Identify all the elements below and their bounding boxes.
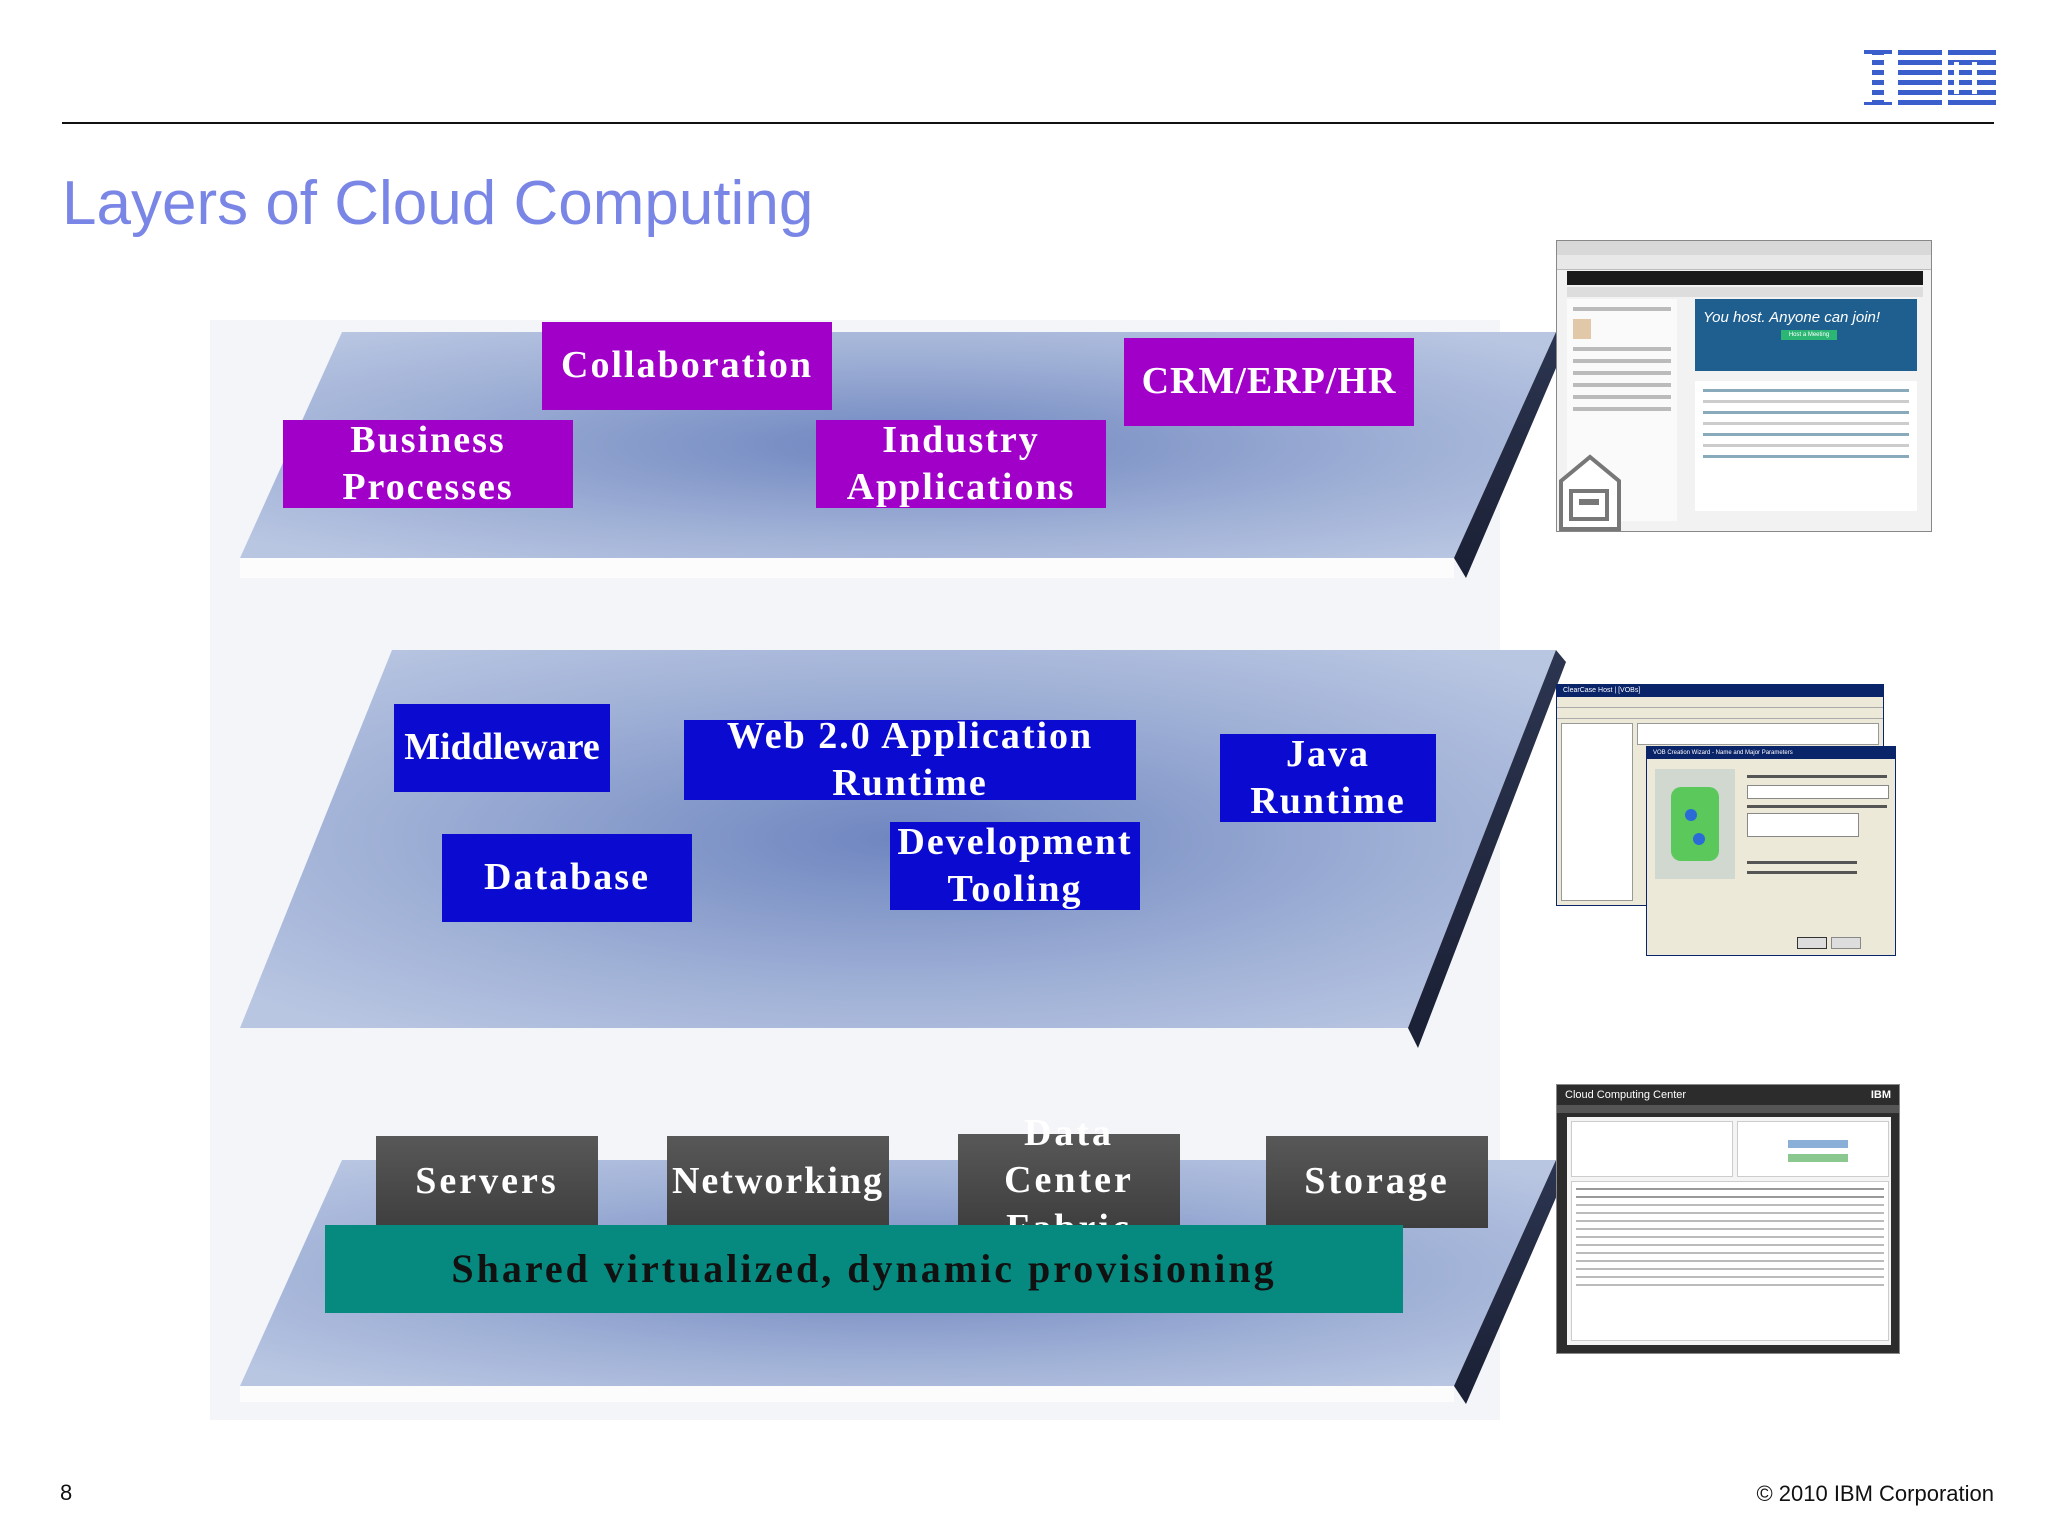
storage-box: Storage	[1266, 1136, 1488, 1228]
java-runtime-box: Java Runtime	[1220, 733, 1436, 822]
servers-box: Servers	[376, 1136, 598, 1228]
crm-erp-hr-box: CRM/ERP/HR	[1124, 338, 1414, 426]
business-processes-box: Business Processes	[283, 419, 573, 508]
shared-virtualized-bar: Shared virtualized, dynamic provisioning	[325, 1225, 1403, 1313]
vob-dialog-title: VOB Creation Wizard - Name and Major Par…	[1647, 747, 1895, 759]
saas-screenshot: You host. Anyone can join! Host a Meetin…	[1556, 240, 1932, 532]
paas-titlebar: ClearCase Host | [VOBs]	[1557, 685, 1883, 697]
page-number: 8	[60, 1480, 73, 1505]
development-tooling-box: Development Tooling	[890, 821, 1140, 910]
web-app-runtime-box: Web 2.0 Application Runtime	[684, 715, 1136, 804]
copyright: © 2010 IBM Corporation	[1756, 1481, 1994, 1506]
vob-wizard-screenshot: VOB Creation Wizard - Name and Major Par…	[1646, 746, 1896, 956]
middleware-box: Middleware	[394, 704, 610, 792]
host-meeting-button: Host a Meeting	[1781, 330, 1837, 340]
header-rule	[62, 122, 1994, 124]
iaas-title-text: Cloud Computing Center	[1565, 1089, 1687, 1101]
ibm-logo	[1864, 50, 1996, 106]
iaas-titlebar: Cloud Computing Center IBM	[1557, 1085, 1899, 1105]
iaas-screenshot: Cloud Computing Center IBM	[1556, 1084, 1900, 1354]
home-icon	[1557, 451, 1623, 531]
data-center-fabric-box: Data Center Fabric	[958, 1112, 1180, 1249]
networking-box: Networking	[667, 1136, 889, 1228]
saas-banner-text: You host. Anyone can join!	[1703, 309, 1881, 326]
slide-title: Layers of Cloud Computing	[62, 169, 814, 238]
industry-applications-box: Industry Applications	[816, 419, 1106, 508]
database-box: Database	[442, 834, 692, 922]
iaas-brand: IBM	[1870, 1089, 1891, 1101]
collaboration-box: Collaboration	[542, 322, 832, 410]
